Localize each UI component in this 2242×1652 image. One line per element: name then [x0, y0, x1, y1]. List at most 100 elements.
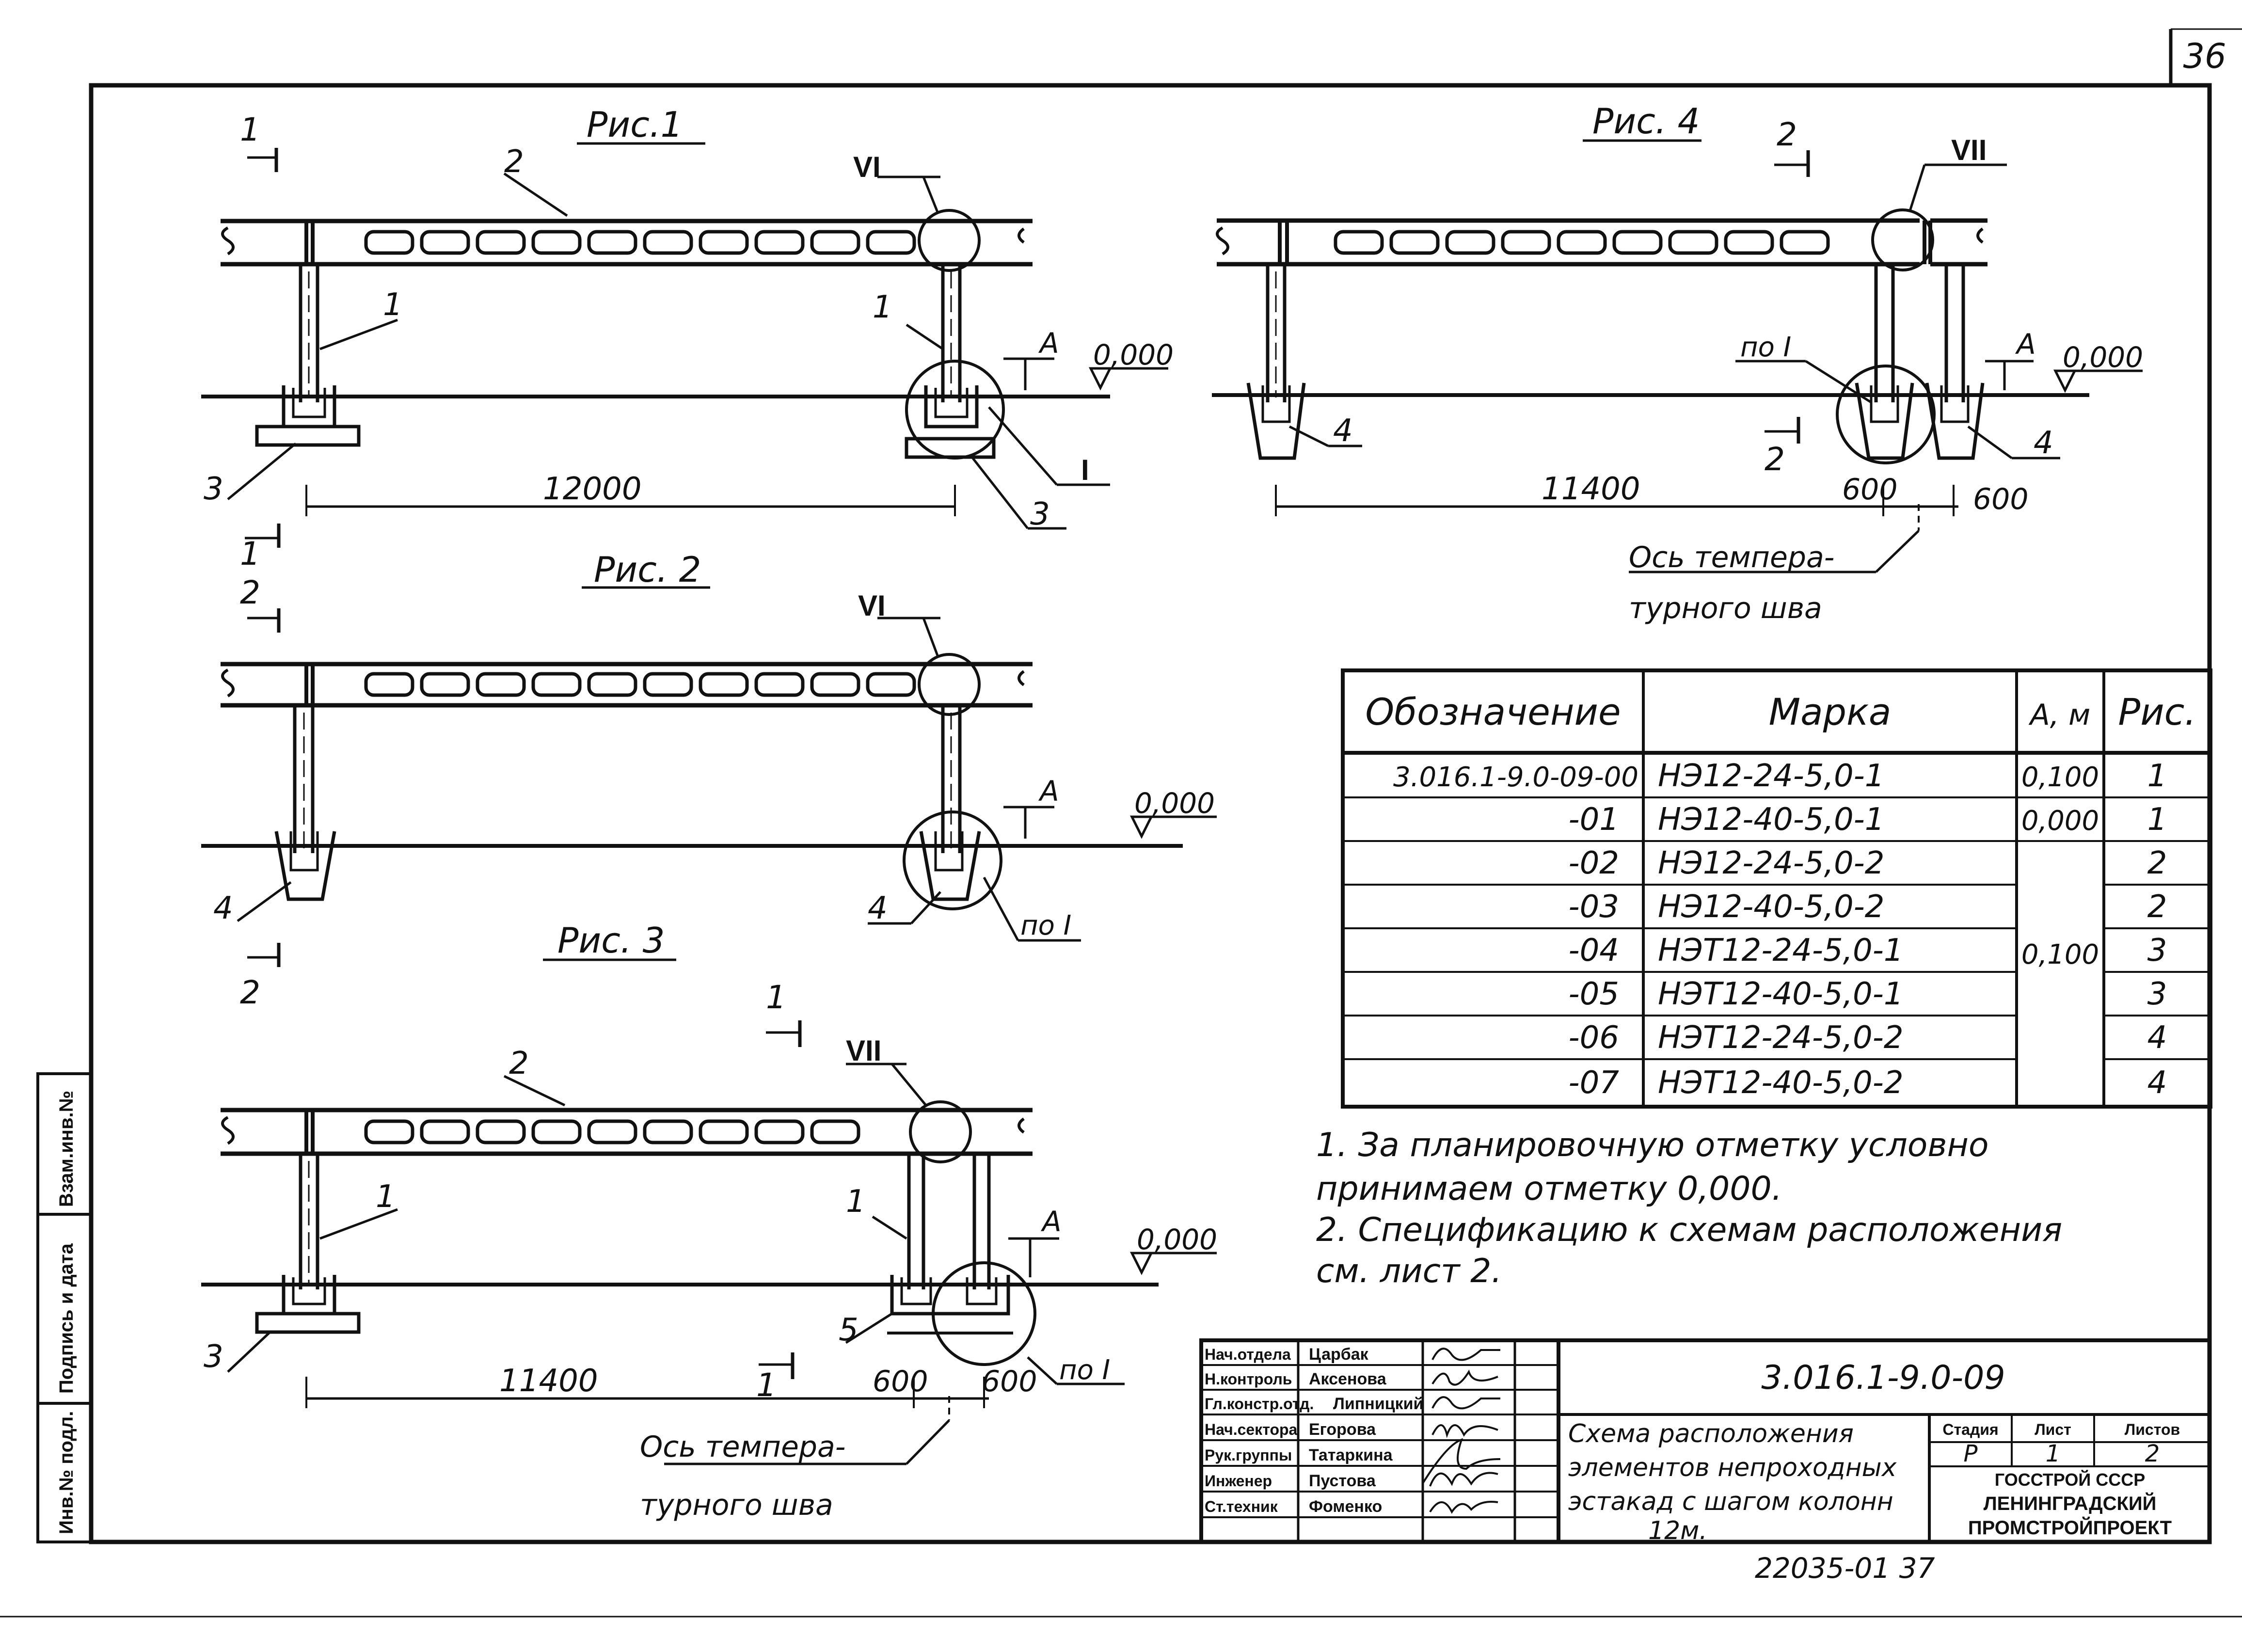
row-0-designation: 3.016.1-9.0-09-00: [1393, 762, 1638, 793]
tb-sheets-label: Листов: [2125, 1421, 2180, 1438]
fig2-callout-4-left: 4: [213, 890, 233, 926]
fig3-callout-1-left: 1: [376, 1179, 396, 1215]
fig3-joint-label-2: турного шва: [640, 1488, 833, 1522]
tb-role-6: Ст.техник: [1205, 1498, 1278, 1515]
row-3-fig: 2: [2147, 889, 2167, 925]
fig3-joint-label-1: Ось темпера-: [640, 1430, 845, 1464]
row-4-designation: -04: [1568, 933, 1619, 969]
row-7-fig: 4: [2147, 1065, 2167, 1101]
fig2-title: Рис. 2: [594, 549, 701, 590]
tb-stage: Р: [1964, 1440, 1978, 1467]
archive-number: 22035-01 37: [1755, 1552, 1935, 1585]
fig3-callout-3: 3: [204, 1339, 223, 1375]
fig1-level-mark: 0,000: [1093, 338, 1174, 371]
row-1-fig: 1: [2147, 802, 2167, 838]
tb-role-0: Нач.отдела: [1205, 1346, 1291, 1363]
fig2-callout-4-right: 4: [868, 890, 888, 926]
row-5-designation: -05: [1568, 976, 1619, 1012]
tb-role-3: Нач.сектора: [1205, 1421, 1298, 1438]
table-header-a: А, м: [2028, 698, 2090, 732]
fig3-level-mark: 0,000: [1137, 1223, 1217, 1256]
fig4-dim-a: 600: [1842, 473, 1898, 507]
fig3-section-bottom: 1: [756, 1366, 777, 1404]
fig4-callout-4-left: 4: [1333, 413, 1353, 449]
note-line-2: принимаем отметку 0,000.: [1316, 1170, 1782, 1208]
tb-signatures: [1422, 1348, 1501, 1514]
fig4-detail-vii: VII: [1951, 134, 1987, 166]
fig2-section-top: 2: [240, 574, 260, 611]
tb-name-4: Татаркина: [1309, 1446, 1393, 1464]
row-3-designation: -03: [1568, 889, 1619, 925]
tb-name-1: Аксенова: [1309, 1370, 1387, 1388]
fig4-title: Рис. 4: [1592, 101, 1700, 142]
tb-org-line-2: ЛЕНИНГРАДСКИЙ: [1984, 1492, 2157, 1514]
table-row: -07 НЭТ12-40-5,0-2 4: [1568, 1065, 2167, 1101]
merged-a-value: 0,100: [2021, 939, 2099, 970]
tb-org-line-1: ГОССТРОЙ СССР: [1995, 1469, 2145, 1490]
fig3-level-a: А: [1040, 1205, 1062, 1238]
fig1-callout-1-left: 1: [383, 287, 403, 323]
row-0-mark: НЭ12-24-5,0-1: [1658, 758, 1884, 794]
row-1-a: 0,000: [2021, 805, 2099, 837]
fig1-beam-openings: [366, 232, 914, 253]
fig1-detail-vi: VI: [853, 151, 881, 183]
fig4-level-a: А: [2015, 328, 2036, 361]
table-row: -04 НЭТ12-24-5,0-1 3: [1568, 933, 2167, 969]
row-1-designation: -01: [1568, 802, 1619, 838]
fig4-section-bottom: 2: [1765, 441, 1785, 478]
tb-sheet-label: Лист: [2035, 1421, 2071, 1438]
fig2-level-mark: 0,000: [1134, 787, 1215, 820]
fig3-callout-1-right: 1: [846, 1184, 866, 1220]
row-2-fig: 2: [2147, 845, 2167, 881]
tb-document-code: 3.016.1-9.0-09: [1761, 1359, 2005, 1397]
fig4-dim-b: 600: [1973, 482, 2029, 516]
note-line-4: см. лист 2.: [1316, 1252, 1502, 1290]
title-block: Нач.отдела Н.контроль Гл.констр.отд. Нач…: [1199, 1338, 2211, 1545]
table-row: -02 НЭ12-24-5,0-2 2: [1568, 845, 2167, 881]
fig2-detail-vi: VI: [858, 589, 886, 622]
tb-role-4: Рук.группы: [1205, 1446, 1292, 1464]
row-7-mark: НЭТ12-40-5,0-2: [1658, 1065, 1904, 1101]
fig3-beam-openings: [366, 1121, 859, 1143]
figure-1: Рис.1 2: [201, 104, 1174, 572]
page-number: 36: [2183, 36, 2226, 76]
fig4-joint-label-1: Ось темпера-: [1629, 540, 1834, 574]
fig1-title: Рис.1: [587, 104, 683, 145]
row-5-mark: НЭТ12-40-5,0-1: [1658, 976, 1904, 1012]
fig1-level-a: А: [1038, 327, 1059, 360]
fig4-joint-label-2: турного шва: [1629, 591, 1822, 625]
fig1-callout-2: 2: [504, 144, 524, 180]
fig3-detail-vii: VII: [846, 1034, 881, 1067]
figure-4: Рис. 4 VII: [1212, 101, 2143, 625]
tb-stage-label: Стадия: [1942, 1421, 1998, 1438]
row-6-fig: 4: [2147, 1020, 2167, 1056]
tb-name-3: Егорова: [1309, 1420, 1376, 1439]
row-3-mark: НЭ12-40-5,0-2: [1658, 889, 1884, 925]
fig3-callout-5: 5: [839, 1312, 859, 1348]
fig4-dim-span: 11400: [1542, 471, 1640, 507]
tb-org-line-3: ПРОМСТРОЙПРОЕКТ: [1968, 1516, 2172, 1539]
note-line-3: 2. Спецификацию к схемам расположения: [1316, 1211, 2062, 1249]
fig2-level-a: А: [1038, 775, 1059, 808]
stamp-replacing-inv: Взам.инв.№: [56, 1091, 77, 1207]
fig3-title: Рис. 3: [557, 920, 665, 961]
row-1-mark: НЭ12-40-5,0-1: [1658, 802, 1884, 838]
fig3-callout-2: 2: [509, 1046, 529, 1081]
side-stamp: Инв.№ подл. Подпись и дата Взам.инв.№: [36, 1072, 93, 1543]
tb-role-5: Инженер: [1205, 1472, 1272, 1490]
fig3-dim-span: 11400: [499, 1363, 598, 1399]
spec-table: Обозначение Марка А, м Рис. 3.016.1-9.0-…: [1341, 668, 2212, 1109]
row-2-designation: -02: [1568, 845, 1619, 881]
fig3-section-top: 1: [766, 979, 786, 1016]
fig1-detail-i: I: [1081, 454, 1089, 486]
fig1-callout-3-left: 3: [204, 471, 223, 507]
fig4-beam-openings: [1336, 232, 1828, 253]
table-row: -01 НЭ12-40-5,0-1 0,000 1: [1568, 802, 2167, 838]
fig1-callout-3-right: 3: [1030, 496, 1050, 532]
fig1-dim-span: 12000: [543, 471, 642, 507]
fig4-callout-4-right: 4: [2034, 425, 2053, 461]
fig3-dim-b: 600: [982, 1365, 1037, 1398]
tb-title-line-4: 12м.: [1648, 1516, 1707, 1545]
fig4-section-top: 2: [1777, 116, 1797, 153]
figure-2: Рис. 2 VI 4 4: [201, 549, 1217, 1011]
